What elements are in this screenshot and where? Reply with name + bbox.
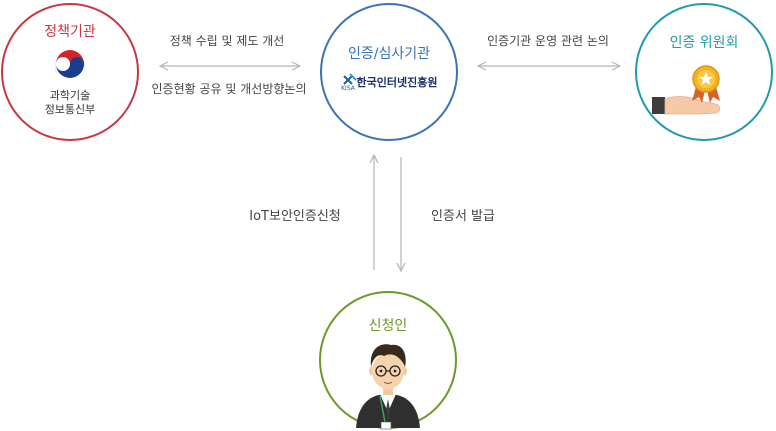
edge-label-policy-cert-bottom: 인증현황 공유 및 개선방향논의: [152, 82, 307, 96]
edge-label-cert-committee: 인증기관 운영 관련 논의: [487, 34, 609, 48]
node-cert-title: 인증/심사기관: [348, 46, 430, 62]
kisa-logo-abbr: KISA: [341, 85, 356, 92]
node-cert: 인증/심사기관 KISA 한국인터넷진흥원: [320, 3, 458, 141]
award-hand-icon: [652, 65, 721, 115]
node-policy: 정책기관 과학기술 정보통신부: [1, 3, 139, 141]
node-applicant: 신청인: [319, 291, 457, 430]
person-avatar-icon: [356, 344, 420, 430]
edge-label-policy-cert-top: 정책 수립 및 제도 개선: [170, 33, 285, 48]
edge-label-cert-to-applicant: 인증서 발급: [431, 209, 495, 224]
kisa-logo: KISA 한국인터넷진흥원: [341, 73, 438, 92]
node-committee: 인증 위원회: [635, 3, 773, 141]
node-committee-title: 인증 위원회: [670, 35, 739, 51]
node-policy-title: 정책기관: [44, 24, 96, 40]
kisa-logo-text: 한국인터넷진흥원: [357, 75, 438, 89]
node-policy-org-line2: 정보통신부: [45, 103, 96, 116]
edge-label-applicant-to-cert: IoT보안인증신청: [249, 209, 341, 224]
node-applicant-title: 신청인: [369, 318, 408, 334]
government-emblem-icon: [54, 50, 86, 83]
node-policy-org-line1: 과학기술: [50, 89, 90, 102]
